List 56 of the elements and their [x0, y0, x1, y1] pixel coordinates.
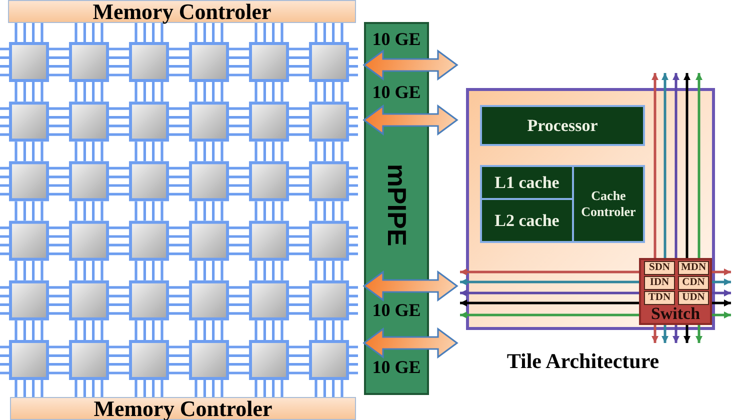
link-arrow	[652, 73, 658, 258]
double-arrow	[362, 270, 458, 302]
switch-label: Switch	[650, 305, 700, 322]
port-label: 10 GE	[372, 358, 421, 376]
port-label: 10 GE	[372, 30, 421, 48]
cache-block	[480, 165, 574, 200]
processor-block	[480, 105, 645, 146]
link-arrow	[696, 325, 702, 343]
band-label: Memory Controler	[92, 0, 272, 22]
switch-block	[639, 258, 712, 325]
cell-label: UDN	[682, 292, 705, 304]
link-arrow	[652, 325, 658, 343]
network-cell	[644, 291, 675, 305]
band-label: Memory Controler	[94, 398, 272, 420]
cell-label: SDN	[648, 262, 670, 274]
cell-label: TDN	[648, 292, 671, 304]
column-label: mPIPE	[384, 164, 410, 246]
network-cell	[644, 261, 675, 275]
block-label: L2 cache	[494, 212, 560, 229]
link-arrow	[460, 290, 639, 296]
block-label: Processor	[527, 117, 598, 134]
link-arrow	[696, 73, 702, 258]
link-arrow	[712, 290, 731, 296]
network-cell	[644, 276, 675, 290]
memory-controller-band	[10, 397, 356, 420]
controller-block	[572, 165, 645, 243]
double-arrow	[362, 327, 458, 359]
double-arrow	[362, 104, 458, 136]
link-arrow	[662, 325, 668, 343]
port-label: 10 GE	[372, 83, 421, 101]
link-arrow	[460, 312, 639, 318]
cell-label: MDN	[680, 262, 706, 274]
link-arrow	[712, 278, 731, 286]
cell-label: IDN	[650, 278, 670, 288]
network-cell	[678, 291, 709, 305]
cache-block	[480, 198, 574, 243]
network-cell	[678, 261, 709, 275]
link-arrow	[672, 73, 680, 258]
cell-label: CDN	[682, 278, 705, 288]
link-arrow	[684, 325, 690, 343]
double-arrow	[362, 49, 458, 81]
block-label: Cache Controler	[580, 188, 637, 220]
link-arrow	[684, 73, 690, 258]
link-arrow	[712, 300, 731, 306]
link-arrow	[712, 268, 731, 276]
port-label: 10 GE	[372, 301, 421, 319]
link-arrow	[460, 278, 639, 286]
link-arrow	[460, 300, 639, 306]
tile-title: Tile Architecture	[506, 351, 660, 372]
memory-controller-band	[8, 0, 356, 23]
link-arrow	[460, 268, 639, 276]
network-cell	[678, 276, 709, 290]
link-arrow	[672, 325, 680, 343]
block-label: L1 cache	[494, 174, 560, 191]
link-arrow	[662, 73, 668, 258]
link-arrow	[712, 312, 731, 318]
